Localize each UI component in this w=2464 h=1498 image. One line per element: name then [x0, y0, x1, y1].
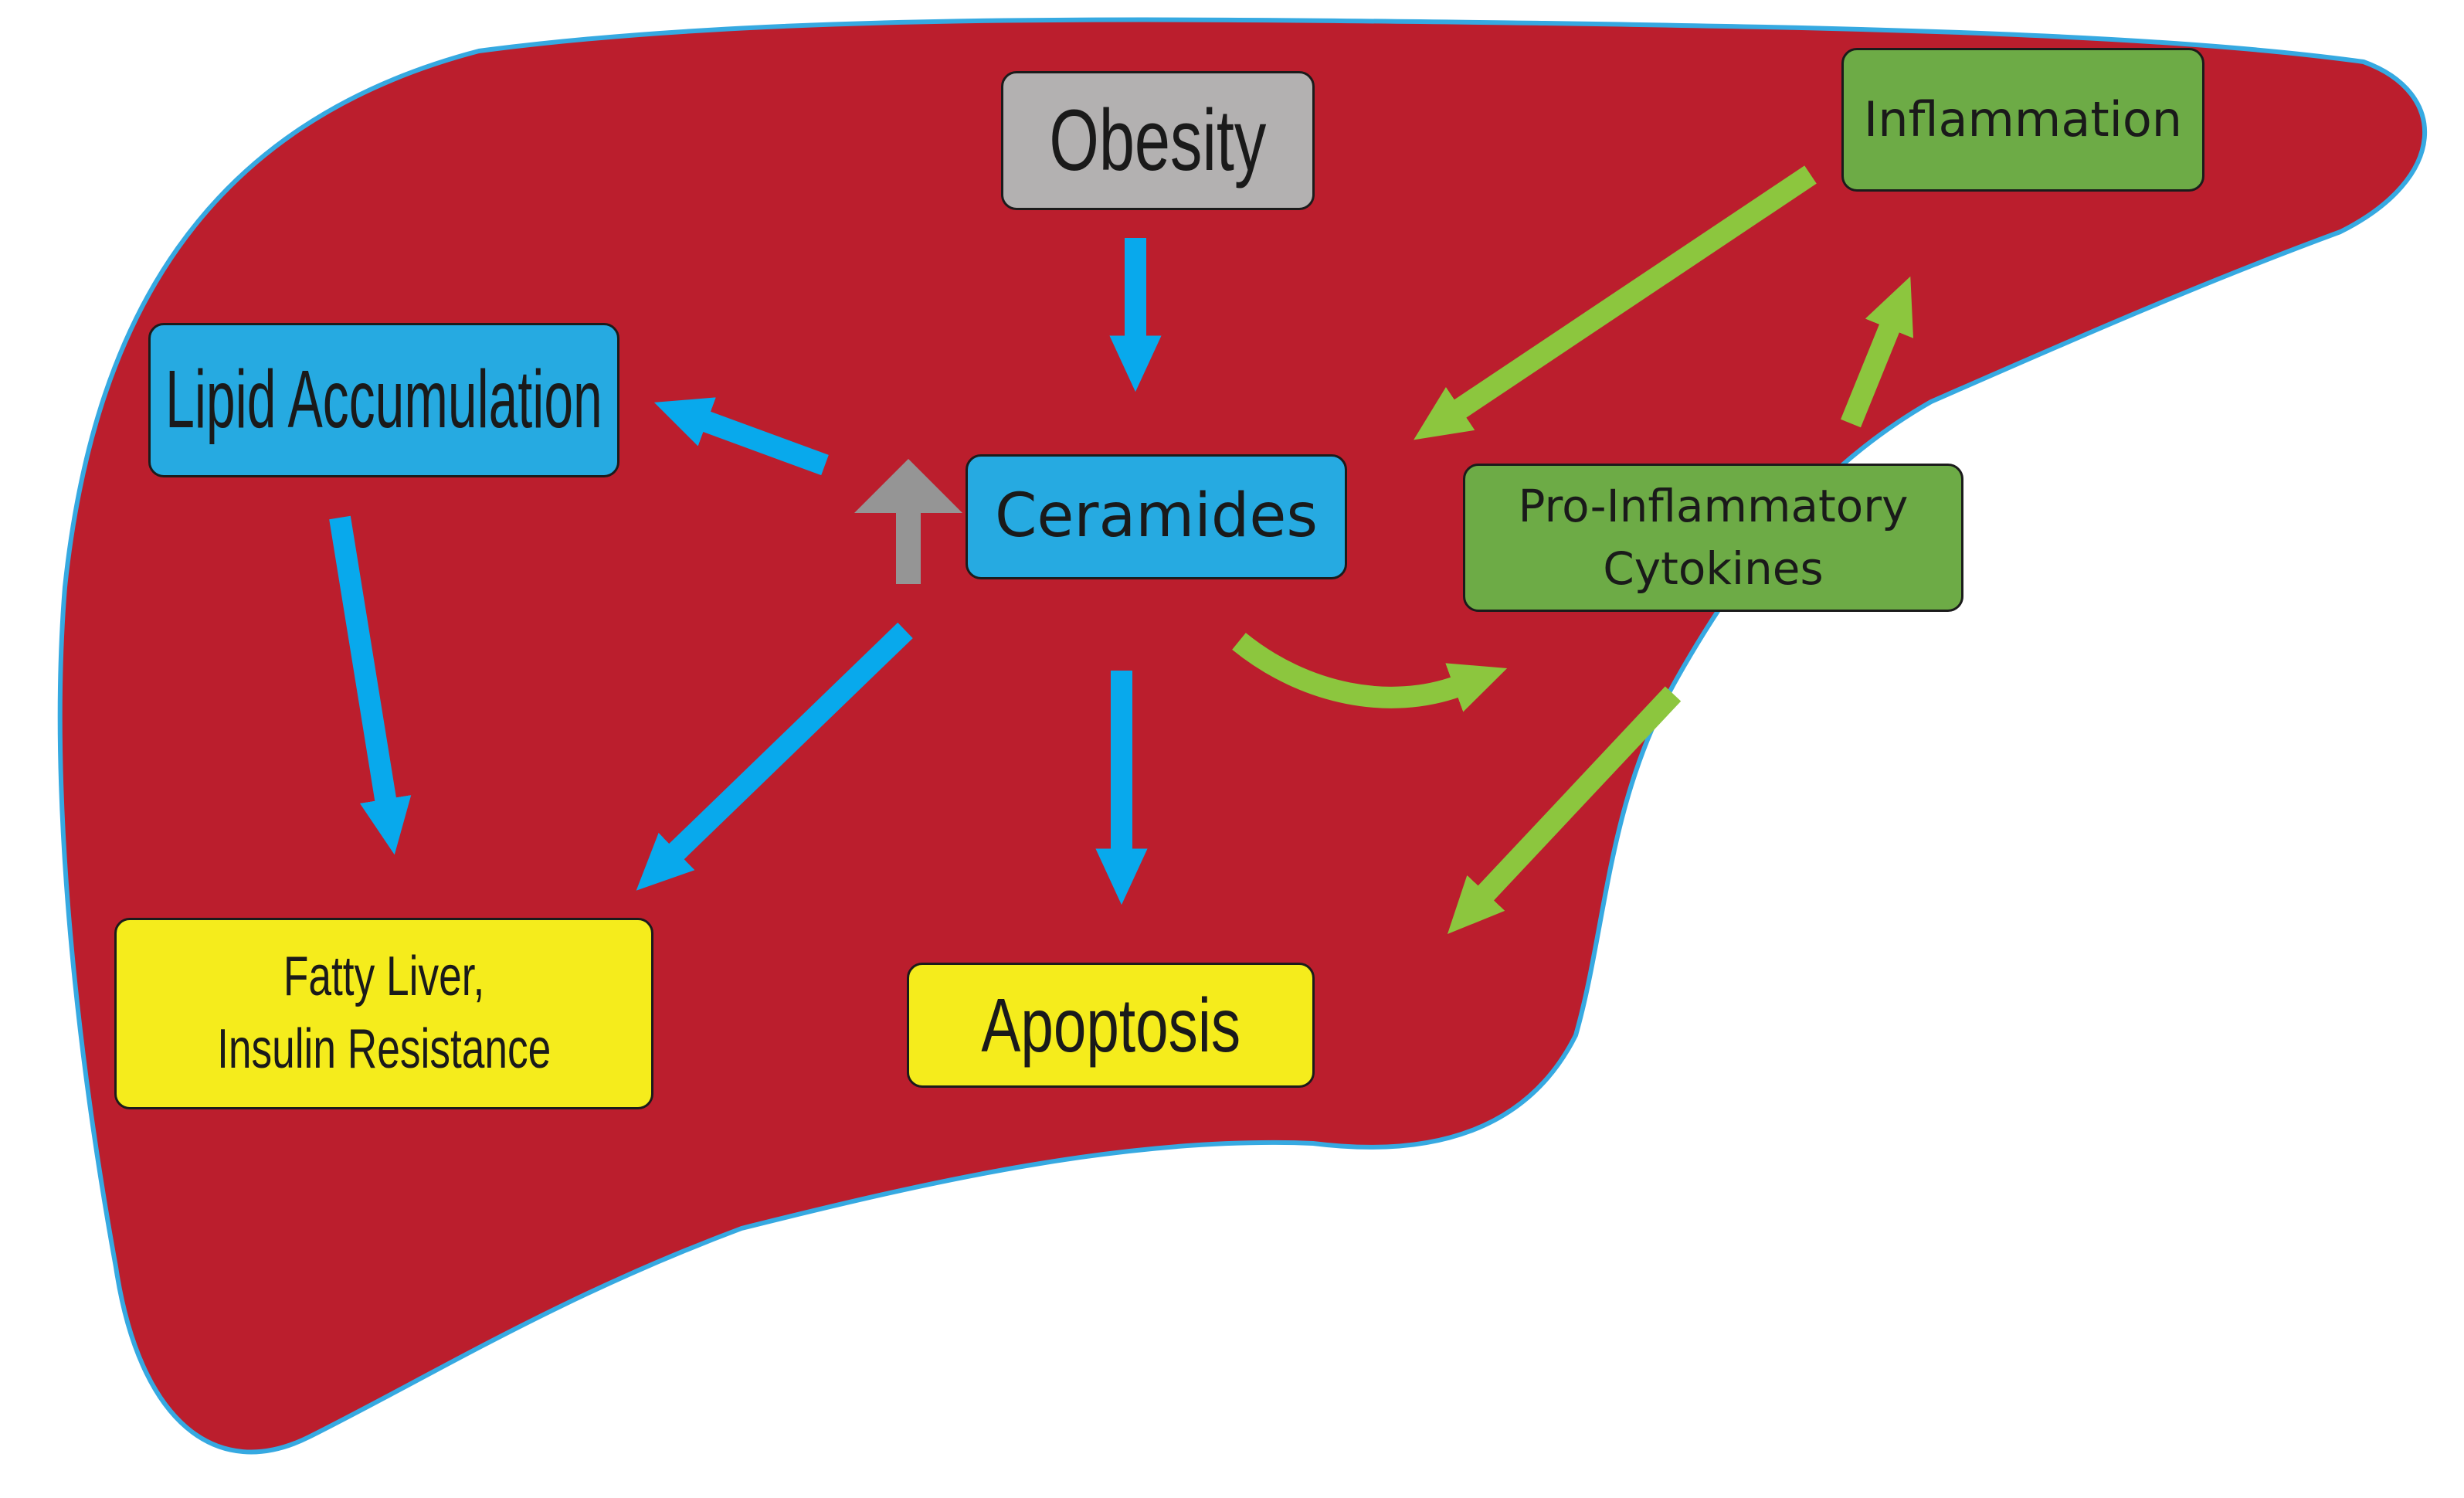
- arrow-inflammation-to-ceramides: [1414, 165, 1817, 440]
- node-obesity: Obesity: [1001, 71, 1315, 210]
- node-cytokines-line1: Pro-Inflammatory: [1518, 479, 1909, 532]
- liver-shape: [57, 17, 2427, 1455]
- node-lipid-accumulation-label: Lipid Accumulation: [165, 354, 602, 446]
- node-cytokines-label: Pro-Inflammatory Cytokines: [1519, 475, 1909, 600]
- arrow-ceramides-to-lipid-accumulation: [653, 397, 829, 476]
- increase-arrow-icon: [854, 459, 962, 584]
- node-fatty-line2: Insulin Resistance: [216, 1018, 552, 1080]
- node-apoptosis: Apoptosis: [907, 963, 1315, 1088]
- arrow-ceramides-to-fatty-liver: [636, 622, 913, 891]
- node-pro-inflammatory-cytokines: Pro-Inflammatory Cytokines: [1463, 464, 1963, 612]
- node-apoptosis-label: Apoptosis: [981, 982, 1240, 1068]
- node-fatty-liver-insulin-resistance: Fatty Liver, Insulin Resistance: [114, 918, 653, 1109]
- node-inflammation: Inflammation: [1841, 48, 2204, 192]
- node-ceramides-label: Ceramides: [994, 481, 1319, 552]
- node-obesity-label: Obesity: [1049, 91, 1267, 189]
- arrow-cytokines-to-inflammation: [1841, 276, 1914, 428]
- node-ceramides: Ceramides: [966, 454, 1347, 579]
- arrow-ceramides-to-cytokines: [1232, 633, 1508, 712]
- node-fatty-liver-label: Fatty Liver, Insulin Resistance: [190, 941, 578, 1085]
- node-cytokines-line2: Cytokines: [1603, 542, 1824, 595]
- arrow-cytokines-to-apoptosis: [1448, 686, 1682, 934]
- node-fatty-line1: Fatty Liver,: [283, 946, 485, 1008]
- node-inflammation-label: Inflammation: [1863, 91, 2183, 148]
- node-lipid-accumulation: Lipid Accumulation: [148, 323, 619, 477]
- arrow-lipid-accumulation-to-fatty-liver: [329, 515, 412, 855]
